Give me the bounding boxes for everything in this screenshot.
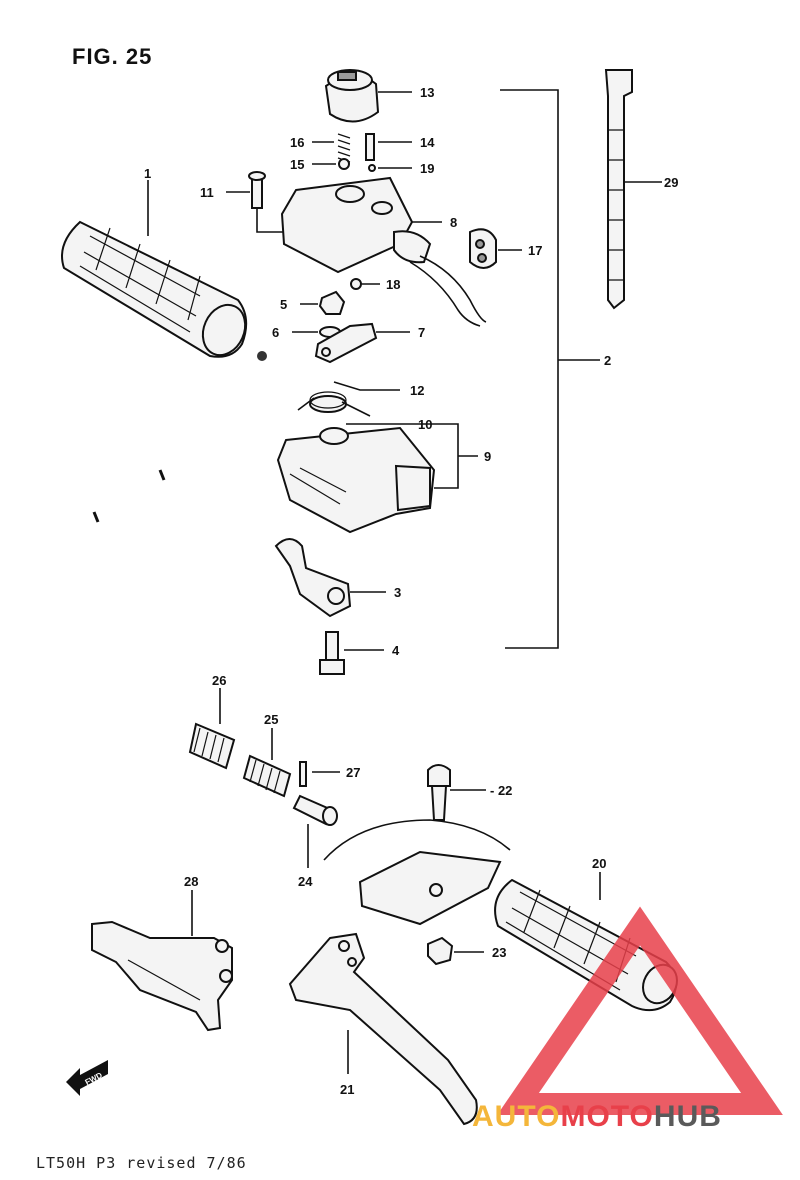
callout-7: 7 [418,325,425,340]
callout-20: 20 [592,856,606,871]
stray-mark [257,351,267,361]
lever-holder-28 [91,920,233,1032]
small-spring-25 [242,754,292,798]
screw-11 [248,171,266,209]
assembly-bracket [500,89,600,649]
callout-12: 12 [410,383,424,398]
watermark-logo [497,906,783,1115]
watermark-text: AUTOMOTOHUB [472,1100,722,1134]
forward-arrow-icon: FWD [66,1060,108,1096]
nut-5 [318,290,346,315]
watermark-part-3: HUB [653,1100,722,1133]
small-spring-16 [337,133,351,163]
torsion-spring-12 [297,391,371,417]
callout-17: 17 [528,243,542,258]
callout-2: 2 [604,353,611,368]
watermark-part-1: AUTO [472,1100,561,1133]
callout-3: 3 [394,585,401,600]
cap-knob [324,69,380,123]
cable-tie-29 [604,69,633,310]
callout-23: 23 [492,945,506,960]
callout-19: 19 [420,161,434,176]
callout-15: 15 [290,157,304,172]
callout-14: 14 [420,135,435,150]
callout-5: 5 [280,297,287,312]
callout-26: 26 [212,673,226,688]
ring-19 [368,164,376,172]
pin-14 [365,133,375,161]
callout-10: 10 [418,417,432,432]
throttle-lever-3 [274,538,352,618]
left-grip [61,220,248,358]
brake-lever-21 [288,932,478,1126]
callout-16: 16 [290,135,304,150]
pin-27 [299,761,307,787]
callout-18: 18 [386,277,400,292]
lower-housing [276,426,436,534]
bolt-22 [427,764,451,821]
stray-mark [92,511,100,523]
bolt-4 [319,631,345,675]
callout-13: 13 [420,85,434,100]
ball-15 [338,158,350,170]
brake-lever-bracket [323,819,511,926]
footer-revision: LT50H P3 revised 7/86 [36,1154,247,1172]
nut-23 [427,936,454,966]
callout-4: 4 [392,643,400,658]
callout-28: 28 [184,874,198,889]
figure-title: FIG. 25 [72,44,153,69]
callout-9: 9 [484,449,491,464]
stray-mark [158,469,166,481]
watermark-part-2: MOTO [560,1100,654,1133]
callout-6: 6 [272,325,279,340]
grommet-17 [469,228,497,269]
lever-plate-7 [314,322,378,364]
callout-22: - 22 [490,783,512,798]
callout-8: 8 [450,215,457,230]
clip-18 [350,278,362,290]
callout-25: 25 [264,712,278,727]
callout-27: 27 [346,765,360,780]
callout-11: 11 [200,185,214,200]
upper-housing [280,176,487,327]
callout-21: 21 [340,1082,354,1097]
callout-29: 29 [664,175,678,190]
callout-24: 24 [298,874,313,889]
pivot-pin-24 [292,794,338,826]
large-spring-26 [188,722,236,770]
callout-1: 1 [144,166,151,181]
